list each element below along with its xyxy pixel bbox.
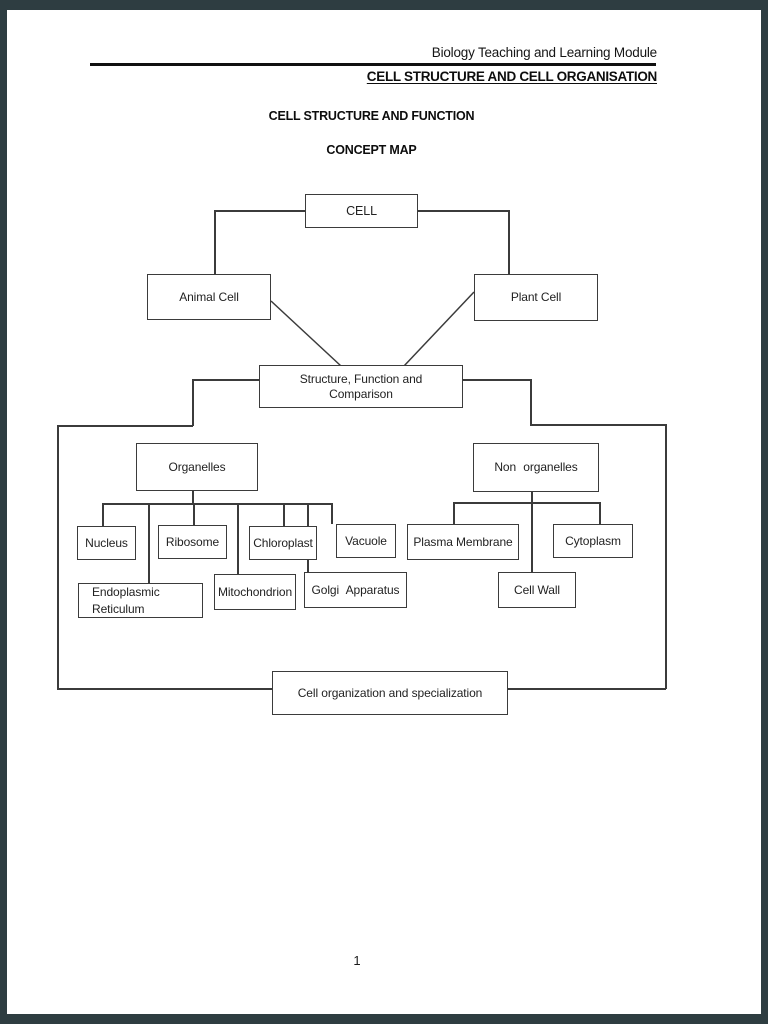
section-title: CELL STRUCTURE AND FUNCTION [268, 109, 475, 123]
container-bottom-left [57, 688, 272, 690]
connector-line [102, 503, 104, 526]
page-number: 1 [353, 953, 361, 968]
node-organelles: Organelles [136, 443, 258, 491]
container-top-left [57, 425, 193, 427]
node-cytoplasm: Cytoplasm [553, 524, 633, 558]
connector-line [331, 503, 333, 524]
node-label: Cell Wall [514, 582, 560, 597]
chapter-title: CELL STRUCTURE AND CELL ORGANISATION [366, 69, 658, 84]
node-label: Plant Cell [510, 290, 562, 304]
node-cell-wall: Cell Wall [498, 572, 576, 608]
connector-line [148, 503, 150, 583]
node-non-organelles: Non organelles [473, 443, 599, 492]
node-cell: CELL [305, 194, 418, 228]
node-label: Mitochondrion [217, 584, 293, 599]
node-ribosome: Ribosome [158, 525, 227, 559]
node-nucleus: Nucleus [77, 526, 136, 560]
node-label-line1: Structure, Function and [299, 371, 423, 386]
connector-line [193, 503, 195, 525]
connector-line [418, 210, 509, 212]
node-chloroplast: Chloroplast [249, 526, 317, 560]
container-left [57, 425, 59, 689]
node-cell-organization: Cell organization and specialization [272, 671, 508, 715]
connector-line [102, 503, 332, 505]
connector-line [192, 490, 194, 504]
connector-line [283, 503, 285, 526]
node-structure-function-comparison: Structure, Function and Comparison [259, 365, 463, 408]
connector-line [215, 210, 305, 212]
node-label: Nucleus [85, 535, 128, 550]
node-label: CELL [346, 203, 377, 218]
node-label-line2: Reticulum [92, 601, 145, 616]
node-label-line2: Comparison [329, 386, 393, 401]
module-title: Biology Teaching and Learning Module [431, 45, 657, 60]
node-plasma-membrane: Plasma Membrane [407, 524, 519, 560]
container-bottom-right [508, 688, 666, 690]
node-plant-cell: Plant Cell [474, 274, 598, 321]
connector-line [214, 210, 216, 274]
connector-line [192, 379, 194, 426]
node-golgi-apparatus: Golgi Apparatus [304, 572, 407, 608]
connector-line [463, 379, 531, 381]
node-label: Chloroplast [253, 535, 313, 550]
node-label: Vacuole [345, 533, 387, 548]
node-label: Non organelles [494, 460, 578, 474]
node-animal-cell: Animal Cell [147, 274, 271, 320]
node-label: Cytoplasm [565, 533, 621, 548]
node-label: Cell organization and specialization [297, 685, 483, 700]
header-divider [90, 63, 656, 66]
node-label: Golgi Apparatus [311, 582, 400, 597]
node-label-line1: Endoplasmic [92, 585, 160, 599]
connector-line [599, 502, 601, 524]
concept-map-title: CONCEPT MAP [326, 143, 417, 157]
connector-line [453, 502, 455, 524]
connector-line [508, 210, 510, 274]
container-right [665, 424, 667, 689]
node-label: Plasma Membrane [413, 534, 513, 549]
connector-line [192, 379, 259, 381]
node-label: Animal Cell [179, 289, 239, 304]
connector-line [530, 379, 532, 425]
node-mitochondrion: Mitochondrion [214, 574, 296, 610]
connector-line [531, 491, 533, 572]
connector-line [453, 502, 600, 504]
connector-line [237, 503, 239, 574]
node-label: Ribosome [165, 534, 220, 549]
node-vacuole: Vacuole [336, 524, 396, 558]
node-endoplasmic-reticulum: Endoplasmic Reticulum [78, 583, 203, 618]
node-label: Organelles [168, 459, 226, 474]
container-top-right [530, 424, 666, 426]
